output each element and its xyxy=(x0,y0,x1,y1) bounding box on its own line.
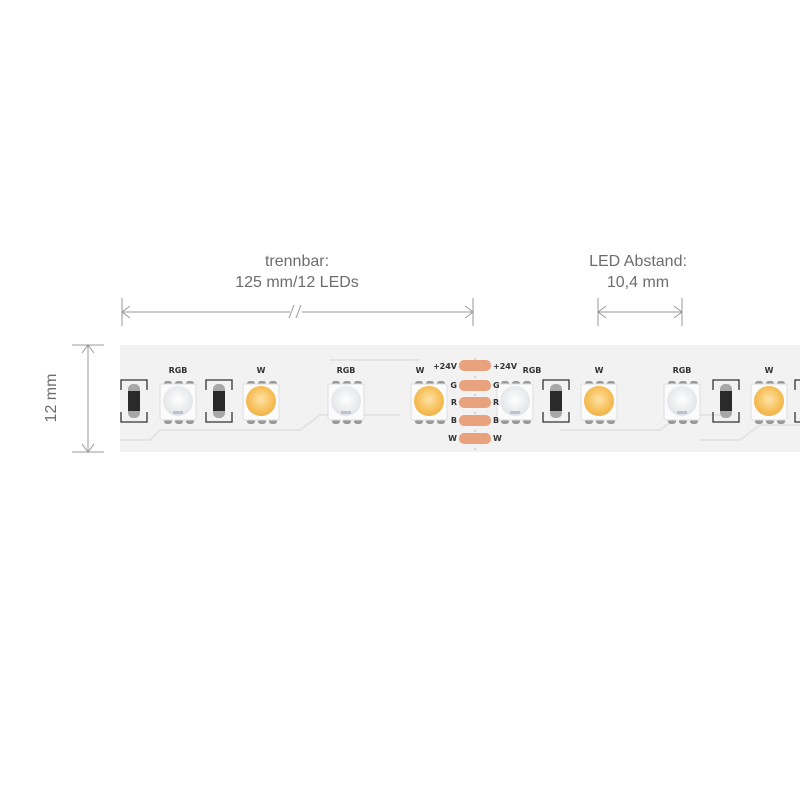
resistor xyxy=(542,379,570,423)
pad-label-right-g: G xyxy=(493,381,500,390)
cut-label-line1: trennbar: xyxy=(265,253,329,270)
pad-r xyxy=(459,397,491,408)
pad-b xyxy=(459,415,491,426)
width-label: 12 mm xyxy=(43,374,60,423)
pad-label-right-24v: +24V xyxy=(493,362,518,371)
pad-label-left-g: G xyxy=(450,381,457,390)
pitch-dimension: LED Abstand: 10,4 mm xyxy=(589,253,687,326)
break-mark xyxy=(288,304,302,319)
pad-label-right-b: B xyxy=(493,416,499,425)
pad-label-left-b: B xyxy=(451,416,457,425)
rgb-label: RGB xyxy=(337,366,356,375)
cut-label-line2: 125 mm/12 LEDs xyxy=(235,274,359,291)
pad-g xyxy=(459,380,491,391)
white-led: W xyxy=(580,366,618,424)
white-led: W xyxy=(410,366,448,424)
pad-label-left-24v: +24V xyxy=(433,362,458,371)
cut-pads: G R B W G R B W +24V +24V xyxy=(433,358,518,452)
pitch-label-line2: 10,4 mm xyxy=(607,274,669,291)
rgb-led: RGB xyxy=(663,366,701,424)
resistor xyxy=(794,379,800,423)
pad-label-right-w: W xyxy=(493,434,502,443)
pad-w xyxy=(459,433,491,444)
w-label: W xyxy=(765,366,774,375)
pad-label-left-r: R xyxy=(451,398,457,407)
rgb-led: RG B xyxy=(496,366,542,424)
w-label: W xyxy=(416,366,425,375)
white-led: W xyxy=(750,366,788,424)
rgb-led: RGB xyxy=(327,366,365,424)
rgb-label: RGB xyxy=(523,366,542,375)
cut-dimension: trennbar: 125 mm/12 LEDs xyxy=(121,253,474,326)
white-led: W xyxy=(242,366,280,424)
resistor xyxy=(120,379,148,423)
w-label: W xyxy=(257,366,266,375)
pitch-label-line1: LED Abstand: xyxy=(589,253,687,270)
w-label: W xyxy=(595,366,604,375)
rgb-led: RGB xyxy=(159,366,197,424)
resistor xyxy=(205,379,233,423)
pad-label-right-r: R xyxy=(493,398,499,407)
pad-24v xyxy=(459,360,491,371)
width-dimension: 12 mm xyxy=(43,344,104,453)
rgb-label: RGB xyxy=(169,366,188,375)
resistor xyxy=(712,379,740,423)
pad-label-left-w: W xyxy=(448,434,457,443)
rgb-label: RGB xyxy=(673,366,692,375)
